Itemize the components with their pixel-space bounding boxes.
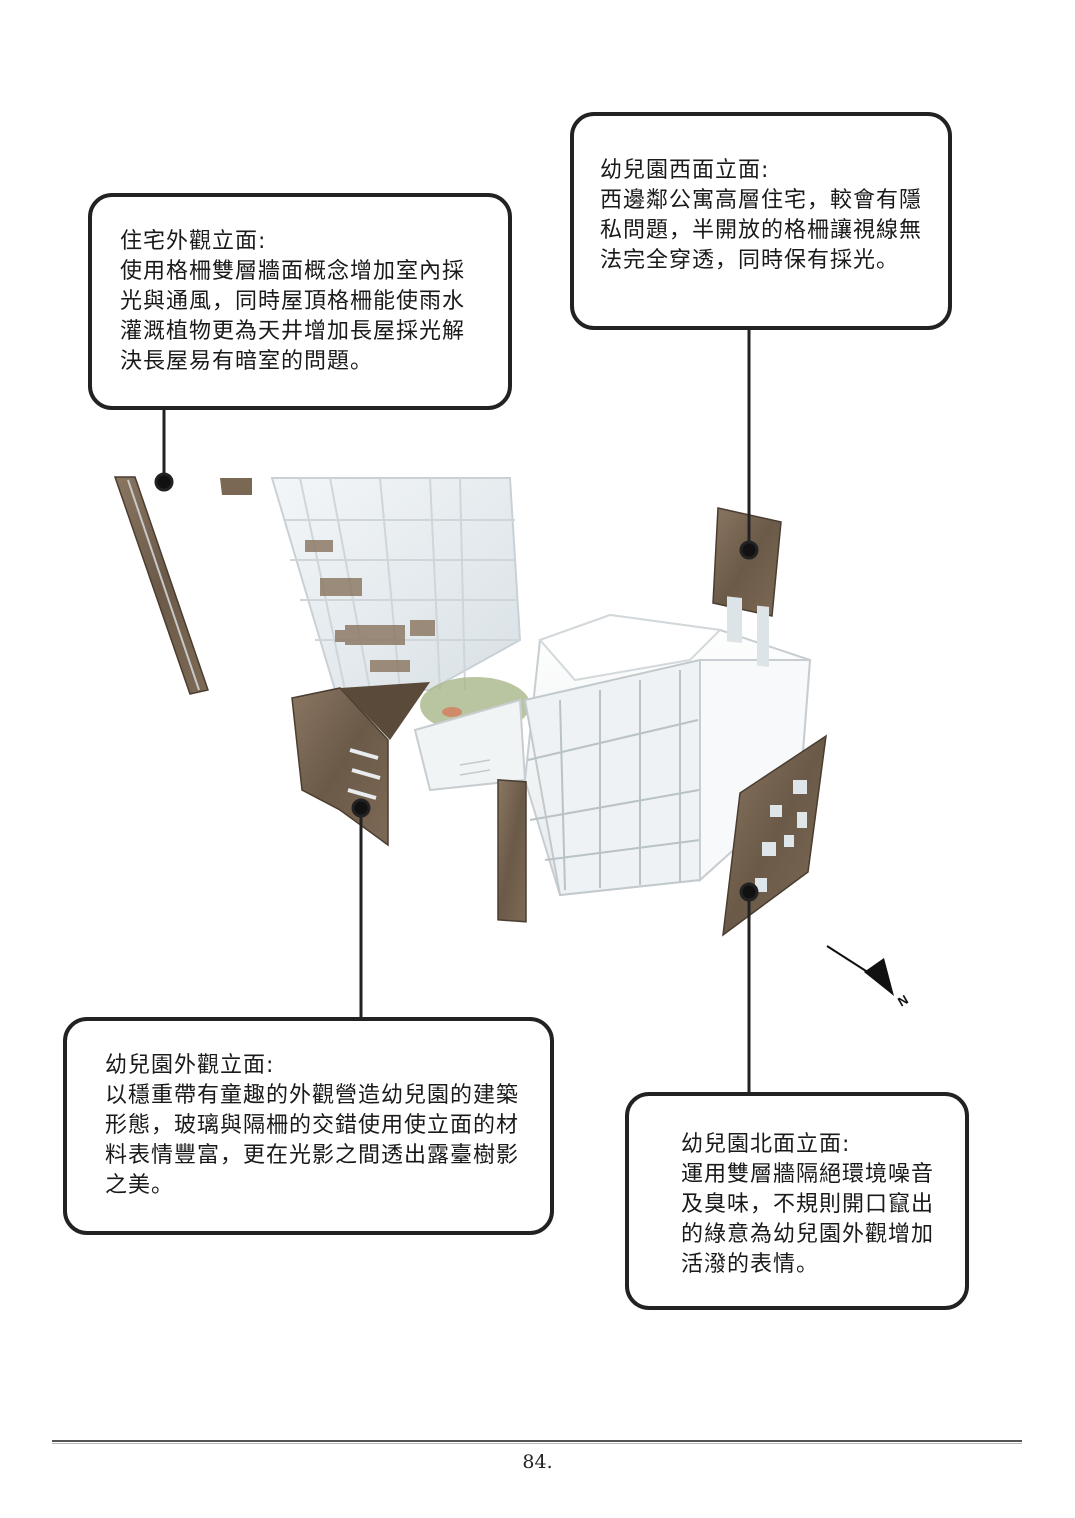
footer-divider [52,1440,1022,1442]
page-number: 84. [522,1451,553,1473]
callout-title: 幼兒園外觀立面: [105,1053,275,1078]
north-arrow-icon [826,945,894,996]
callout-title: 幼兒園北面立面: [681,1132,851,1157]
callout-body: 西邊鄰公寓高層住宅，較會有隱私問題，半開放的格柵讓視線無法完全穿透，同時保有採光… [600,188,923,273]
callout-title: 住宅外觀立面: [120,229,267,254]
callout-body: 運用雙層牆隔絕環境噪音及臭味，不規則開口竄出的綠意為幼兒園外觀增加活潑的表情。 [681,1162,935,1277]
residential-facade-panel [113,476,252,695]
north-label: N [895,992,911,1010]
callout-body: 以穩重帶有童趣的外觀營造幼兒園的建築形態，玻璃與隔柵的交錯使用使立面的材料表情豐… [105,1083,520,1198]
callout-title: 幼兒園西面立面: [600,158,770,183]
west-facade-panel [712,507,782,667]
leader-lines [154,330,759,1092]
callout-body: 使用格柵雙層牆面概念增加室內採光與通風，同時屋頂格柵能使雨水灌溉植物更為天井增加… [120,259,466,374]
callout-north-facade: 幼兒園北面立面: 運用雙層牆隔絕環境噪音及臭味，不規則開口竄出的綠意為幼兒園外觀… [625,1092,969,1310]
callout-kindergarten-facade: 幼兒園外觀立面: 以穩重帶有童趣的外觀營造幼兒園的建築形態，玻璃與隔柵的交錯使用… [63,1017,554,1235]
footer-divider-shadow [52,1443,1022,1444]
callout-west-facade: 幼兒園西面立面: 西邊鄰公寓高層住宅，較會有隱私問題，半開放的格柵讓視線無法完全… [570,112,952,330]
residential-tower [270,477,522,691]
callout-residential-facade: 住宅外觀立面: 使用格柵雙層牆面概念增加室內採光與通風，同時屋頂格柵能使雨水灌溉… [88,193,512,410]
